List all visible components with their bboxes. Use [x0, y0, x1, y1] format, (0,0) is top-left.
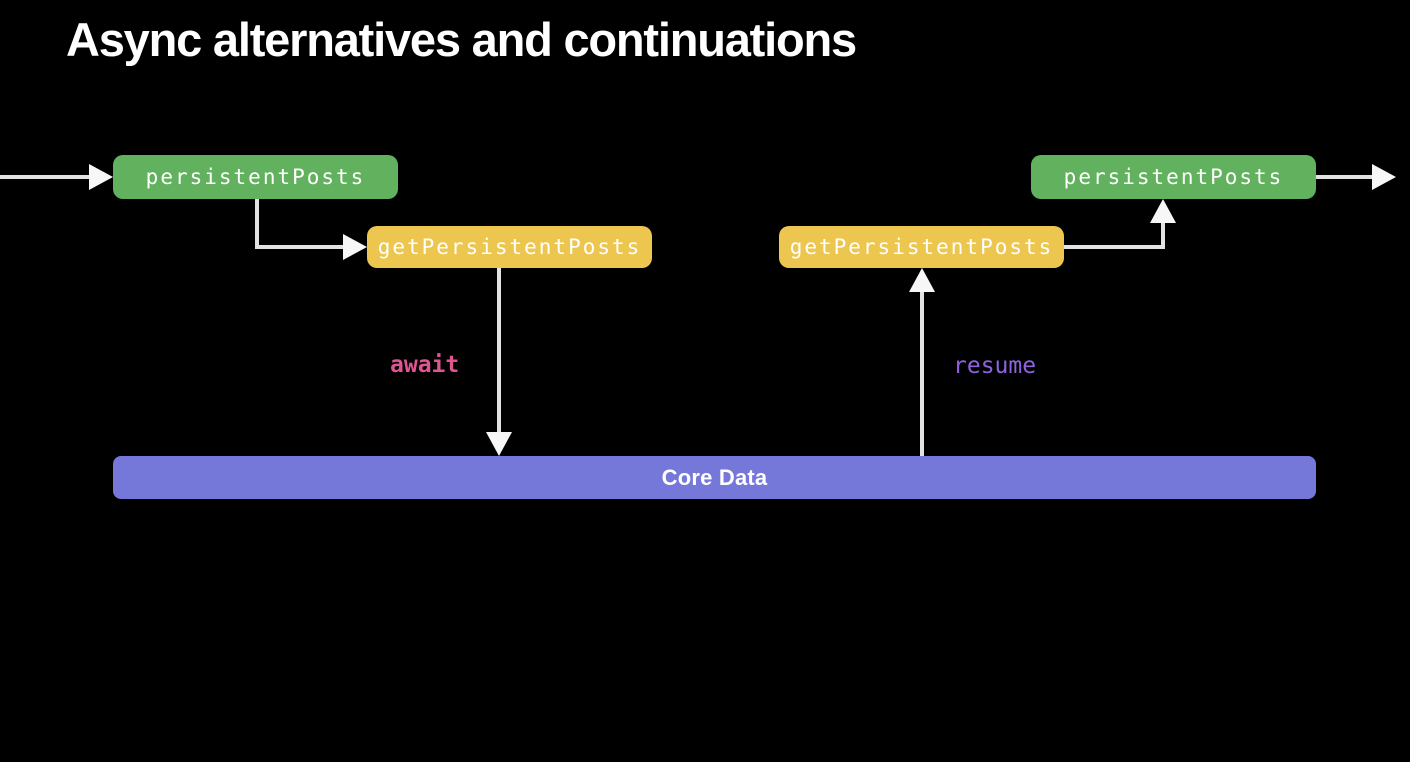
resume-label: resume — [953, 353, 1037, 379]
node-persistent-posts-right-label: persistentPosts — [1063, 165, 1284, 189]
entry-arrow-head-icon — [89, 164, 113, 190]
node-persistent-posts-left: persistentPosts — [113, 155, 398, 199]
core-data-label: Core Data — [661, 464, 768, 490]
node-persistent-posts-left-label: persistentPosts — [145, 165, 366, 189]
core-data-bar: Core Data — [113, 456, 1316, 499]
node-get-persistent-posts-right: getPersistentPosts — [779, 226, 1064, 268]
entry-arrow-line — [0, 175, 91, 179]
elbow-left-arrow-vline — [255, 199, 259, 249]
await-arrow-line — [497, 268, 501, 434]
node-get-persistent-posts-left: getPersistentPosts — [367, 226, 652, 268]
elbow-right-arrow-vline — [1161, 221, 1165, 249]
resume-arrow-head-icon — [909, 268, 935, 292]
node-get-persistent-posts-right-label: getPersistentPosts — [789, 235, 1054, 259]
elbow-left-arrow-hline — [255, 245, 343, 249]
elbow-right-arrow-head-icon — [1150, 199, 1176, 223]
elbow-left-arrow-head-icon — [343, 234, 367, 260]
resume-arrow-line — [920, 290, 924, 456]
await-arrow-head-icon — [486, 432, 512, 456]
exit-arrow-head-icon — [1372, 164, 1396, 190]
node-persistent-posts-right: persistentPosts — [1031, 155, 1316, 199]
slide-title: Async alternatives and continuations — [66, 13, 857, 66]
await-label: await — [390, 352, 460, 378]
exit-arrow-line — [1316, 175, 1374, 179]
node-get-persistent-posts-left-label: getPersistentPosts — [377, 235, 642, 259]
elbow-right-arrow-hline — [1064, 245, 1165, 249]
